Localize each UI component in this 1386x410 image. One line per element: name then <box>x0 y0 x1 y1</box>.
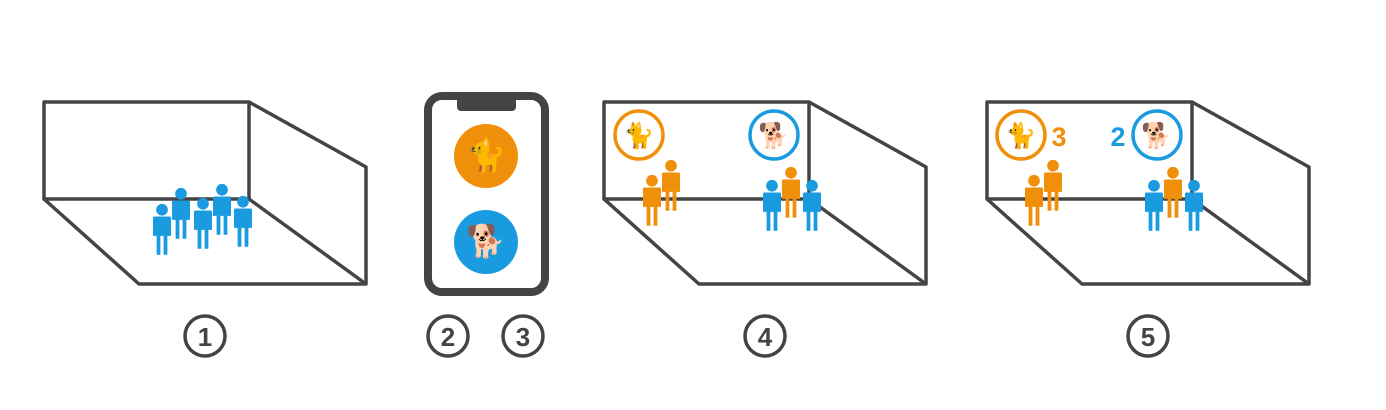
person-icon <box>643 174 661 226</box>
dog-badge: 🐕 <box>748 109 800 161</box>
room-scene-1 <box>42 100 368 286</box>
person-icon <box>172 187 190 239</box>
person-icon <box>213 183 231 235</box>
person-icon <box>1025 174 1043 226</box>
dog-group <box>1145 166 1203 231</box>
person-icon <box>1164 166 1182 218</box>
phone-dog-button[interactable]: 🐕 <box>454 210 518 274</box>
person-icon <box>153 203 171 255</box>
step-5-marker: 5 <box>1126 314 1170 358</box>
dog-group <box>763 166 821 231</box>
step-3-marker: 3 <box>501 314 545 358</box>
person-icon <box>194 197 212 249</box>
person-icon <box>1185 179 1203 231</box>
step-2-marker: 2 <box>426 314 470 358</box>
step-3-label: 3 <box>516 322 530 352</box>
cat-group <box>1025 159 1062 226</box>
person-icon <box>803 179 821 231</box>
step-4-marker: 4 <box>743 314 787 358</box>
dog-icon: 🐕 <box>466 222 506 260</box>
step-1-label: 1 <box>198 322 212 352</box>
cat-group <box>643 159 680 226</box>
cat-icon: 🐈 <box>623 121 654 150</box>
crowd <box>153 183 252 255</box>
phone-notch <box>457 96 516 111</box>
person-icon <box>782 166 800 218</box>
cat-icon: 🐈 <box>466 136 506 174</box>
step-2-label: 2 <box>441 322 455 352</box>
smartphone-icon: 🐈 🐕 <box>424 92 549 296</box>
step-markers: 1 2 3 4 5 <box>183 314 1170 358</box>
person-icon <box>662 159 680 211</box>
cat-badge: 🐈 <box>995 109 1047 161</box>
dog-badge: 🐕 <box>1131 109 1183 161</box>
dog-icon: 🐕 <box>758 121 789 150</box>
dog-vote-count: 2 <box>1110 122 1125 152</box>
dog-icon: 🐕 <box>1141 121 1172 150</box>
step-4-label: 4 <box>758 322 773 352</box>
person-icon <box>1145 179 1163 231</box>
room-outline <box>42 100 368 286</box>
person-icon <box>1044 159 1062 211</box>
room-scene-4: 🐈 🐕 <box>602 100 928 286</box>
person-icon <box>763 179 781 231</box>
step-5-label: 5 <box>1141 322 1155 352</box>
cat-vote-count: 3 <box>1051 122 1066 152</box>
cat-icon: 🐈 <box>1005 121 1036 150</box>
step-1-marker: 1 <box>183 314 227 358</box>
person-icon <box>234 195 252 247</box>
room-scene-5: 🐈 3 2 🐕 <box>985 100 1311 286</box>
cat-badge: 🐈 <box>613 109 665 161</box>
phone-cat-button[interactable]: 🐈 <box>454 124 518 188</box>
